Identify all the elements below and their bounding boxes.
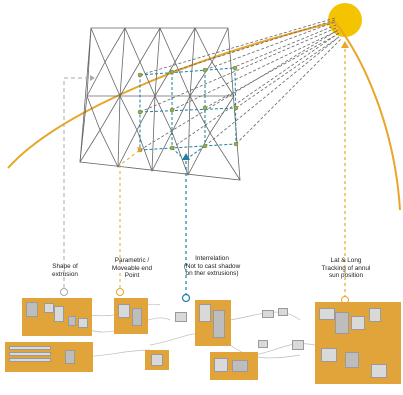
gh-node [258,340,268,348]
gh-node [319,308,335,320]
gh-node [78,318,88,328]
gh-node [9,358,51,362]
gh-node [321,348,337,362]
gh-panel-interrelation [195,300,231,346]
interrelation-terminal [181,293,191,303]
shape-terminal [60,288,68,296]
label-shape-of-extrusion: Shape of extrusion [52,263,78,278]
gh-panel-output [210,352,258,380]
gh-node [213,310,225,338]
label-latlong: Lat & Long Tracking of annul sun positio… [321,257,371,280]
gh-node [44,303,54,313]
gh-node [369,308,381,322]
label-parametric: Parametric / Moveable end Point [111,257,153,280]
gh-panel-sliders [5,342,93,372]
gh-node [9,352,51,356]
interrelation-leader-arrow [182,153,190,160]
gh-node [54,306,64,322]
gh-node [175,312,187,322]
gh-node [132,308,142,326]
gh-node [335,312,349,334]
sun-orbit-curve [7,20,401,211]
gh-panel-latlong [315,302,401,384]
gh-node [214,358,228,372]
latlong-leader-arrow [341,41,349,48]
gh-node [118,304,130,318]
faceted-panel-grid [79,27,241,181]
gh-node [151,354,163,366]
sun-rays [139,17,342,151]
shape-leader-arrow [90,75,95,81]
component-wires [59,303,316,359]
parametric-leader-arrow [137,147,142,153]
gh-node [232,360,248,372]
gh-node [371,364,387,378]
gh-node [262,310,274,318]
gh-node [351,316,365,330]
gh-panel-shape [22,298,92,336]
gh-node [26,302,38,317]
gh-node [65,350,75,364]
gh-node [9,346,51,350]
gh-node [345,352,359,368]
parametric-leader-line [119,149,141,288]
gh-node [68,316,76,326]
gh-panel-parametric [114,298,148,334]
gh-node [292,340,304,350]
sun-icon [328,3,362,37]
parametric-terminal [116,288,124,296]
gh-node [278,308,288,316]
gh-panel-small [145,350,169,370]
label-interrelation: Interrelation (Not to cast shadow on the… [183,255,241,278]
gh-node [199,304,211,322]
shape-leader-line [63,77,90,288]
